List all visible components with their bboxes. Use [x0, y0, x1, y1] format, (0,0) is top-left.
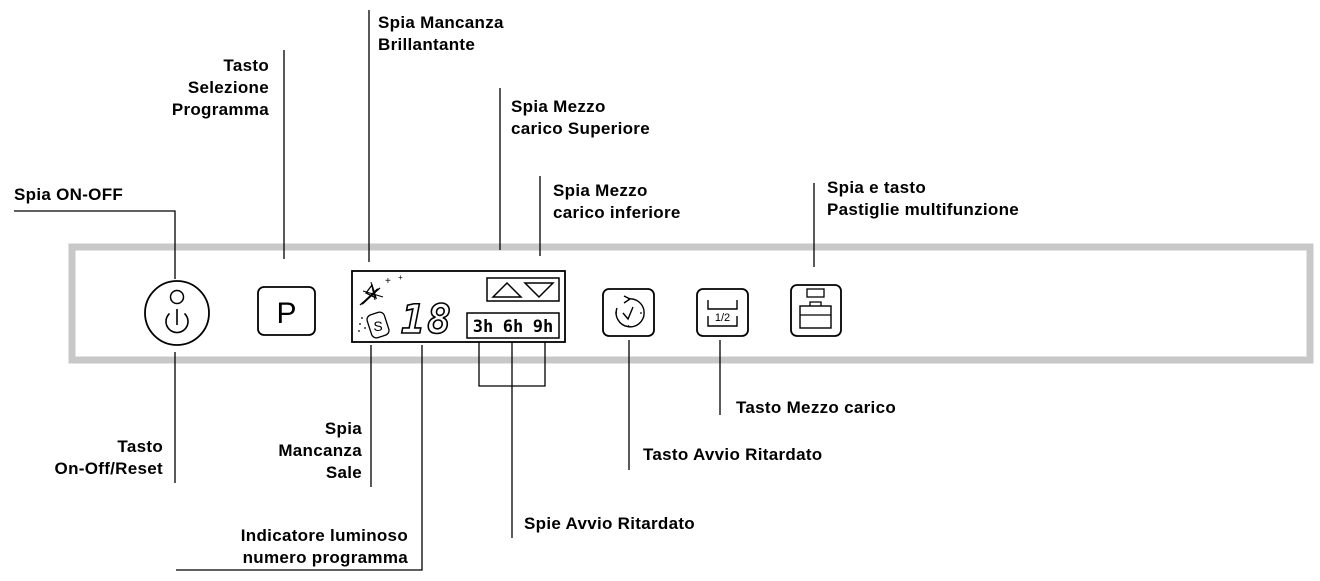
- label-spia-mezzo-carico-inferiore: Spia Mezzo carico inferiore: [553, 181, 681, 222]
- label-tasto-selezione-programma: Tasto Selezione Programma: [171, 56, 269, 119]
- delay-hours-indicator: 3h 6h 9h: [466, 312, 560, 339]
- salt-icon: S: [358, 311, 390, 339]
- svg-text:+: +: [398, 273, 403, 282]
- label-tasto-mezzo-carico: Tasto Mezzo carico: [736, 398, 897, 417]
- leader-lines: [14, 10, 815, 571]
- delay-9h: 9h: [533, 317, 553, 337]
- program-button[interactable]: P: [257, 286, 316, 336]
- label-indicatore-numero-programma: Indicatore luminoso numero programma: [240, 526, 408, 567]
- label-spia-mancanza-brillantante: Spia Mancanza Brillantante: [378, 13, 504, 54]
- label-spie-avvio-ritardato: Spie Avvio Ritardato: [524, 514, 695, 533]
- label-tasto-on-off-reset: Tasto On-Off/Reset: [54, 437, 163, 478]
- svg-text:+: +: [385, 276, 391, 287]
- rinse-aid-icon: + +: [359, 273, 403, 306]
- display-panel: + + S 18 3h 6h 9h: [351, 270, 566, 344]
- delay-start-button[interactable]: [602, 288, 655, 337]
- power-icon: [165, 309, 189, 334]
- delay-6h: 6h: [503, 317, 523, 337]
- delay-3h: 3h: [473, 317, 493, 337]
- half-load-icon: 1/2: [707, 300, 738, 327]
- svg-text:1/2: 1/2: [715, 312, 730, 324]
- program-number-digits: 18: [401, 297, 453, 343]
- label-spia-mezzo-carico-superiore: Spia Mezzo carico Superiore: [511, 97, 650, 138]
- power-button[interactable]: [144, 280, 210, 346]
- clock-icon: [615, 295, 645, 328]
- label-spia-pastiglie-multifunzione: Spia e tasto Pastiglie multifunzione: [827, 178, 1020, 219]
- label-tasto-avvio-ritardato: Tasto Avvio Ritardato: [643, 445, 823, 464]
- program-button-label: P: [276, 297, 296, 330]
- half-load-button[interactable]: 1/2: [696, 288, 749, 337]
- svg-text:S: S: [373, 318, 382, 334]
- tablet-icon: [799, 301, 832, 329]
- label-spia-on-off: Spia ON-OFF: [14, 185, 124, 204]
- on-off-led-icon: [169, 289, 185, 305]
- label-spia-mancanza-sale: Spia Mancanza Sale: [278, 419, 362, 482]
- half-load-arrows-icon: [486, 277, 560, 302]
- tablet-led-icon: [806, 288, 825, 298]
- multifunction-tablet-button[interactable]: [790, 284, 842, 337]
